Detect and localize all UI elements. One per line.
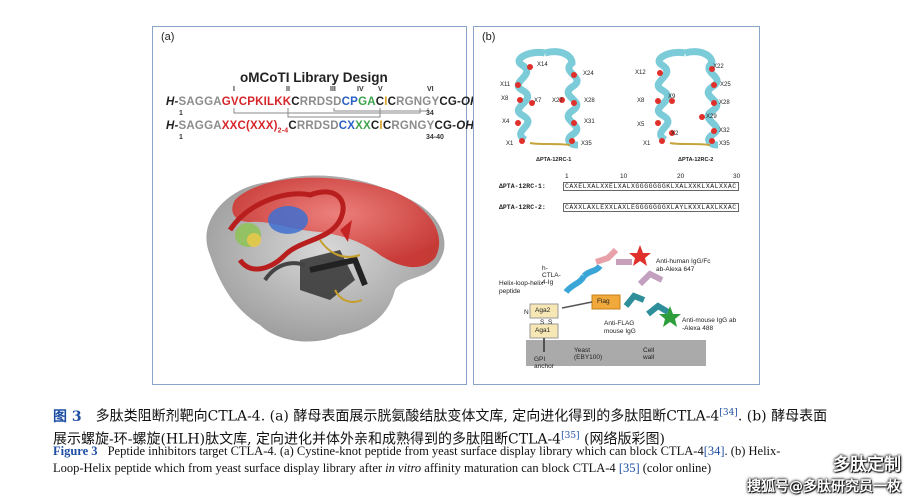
- helix1-label-x27: X27: [552, 98, 563, 104]
- helix2-label-x8: X8: [637, 98, 645, 104]
- seq1-end-number: 34: [426, 110, 434, 117]
- omcoti-sequence-2: H-SAGGAXXC(XXX)2-4CRRDSDCXXXCICRGNGYCG-O…: [166, 120, 474, 135]
- library-design-title: oMCoTI Library Design: [240, 70, 388, 85]
- ref-34-en[interactable]: [34]: [703, 444, 725, 458]
- helix1-label-x28: X28: [584, 98, 595, 104]
- label-h-ctla4: h-CTLA-4-Ig: [542, 265, 561, 286]
- helix1-label-x35: X35: [581, 141, 592, 147]
- helix1-label-x11: X11: [500, 82, 511, 88]
- label-flag: Flag: [597, 298, 610, 305]
- seq1-start-number: 1: [179, 110, 183, 117]
- helix1-label-x1: X1: [506, 141, 514, 147]
- ruler-10: 10: [620, 173, 628, 180]
- helix1-label-x14: X14: [537, 62, 548, 68]
- ruler-20: 20: [677, 173, 685, 180]
- label-yeast: Yeast (EBY100): [574, 347, 603, 361]
- helix-structure-2: [654, 48, 721, 149]
- seq2-start-number: 1: [179, 134, 183, 141]
- helix1-label-x4: X4: [502, 119, 510, 125]
- label-anti-flag: Anti-FLAG mouse IgG: [604, 320, 636, 335]
- label-n-terminus: N: [524, 309, 529, 316]
- roman-iii: III: [330, 86, 336, 93]
- helix2-label-x12: X12: [635, 70, 646, 76]
- helix2-label-x2: X2: [671, 131, 679, 137]
- roman-iv: IV: [357, 86, 364, 93]
- label-ss1: S: [540, 319, 545, 326]
- hlh-seq-row-1: ΔPTA-12RC-1: CAXELXALXXELXALXGGGGGGGKLXAL…: [499, 182, 739, 191]
- label-gpi-anchor: GPI anchor: [534, 356, 554, 370]
- omcoti-sequence-1: H-SAGGAGVCPKILKKCRRDSDCPGACICRGNGYCG-OH: [166, 96, 479, 108]
- ruler-30: 30: [733, 173, 741, 180]
- roman-vi: VI: [427, 86, 434, 93]
- label-ss2: S: [548, 319, 553, 326]
- label-cell-wall: Cell wall: [643, 347, 655, 361]
- cystine-knot-structure-image: [206, 175, 445, 342]
- helix2-label-x1: X1: [643, 141, 651, 147]
- label-aga2: Aga2: [535, 307, 551, 314]
- helix2-label-x29: X29: [706, 114, 717, 120]
- figure-number-cn: 图 3: [53, 408, 82, 425]
- hlh-seq-row-2: ΔPTA-12RC-2: CAXXLAXLEXXLAXLEGGGGGGGXLAYL…: [499, 203, 739, 212]
- helix1-label-x31: X31: [584, 119, 595, 125]
- helix1-name: ΔPTA-12RC-1: [536, 157, 572, 163]
- label-aga1: Aga1: [535, 327, 551, 334]
- roman-i: I: [233, 86, 235, 93]
- ref-35-en[interactable]: [35]: [618, 461, 640, 475]
- helix2-label-x25: X25: [720, 82, 731, 88]
- label-anti-human: Anti-human IgG/Fc ab-Alexa 647: [656, 258, 711, 273]
- yeast-display-diagram: [526, 245, 706, 366]
- roman-v: V: [378, 86, 383, 93]
- label-hlh-peptide: Helix-loop-helix peptide: [499, 280, 544, 295]
- disulfide-brackets: [233, 108, 429, 118]
- ref-34-cn[interactable]: [34]: [719, 408, 738, 418]
- label-anti-mouse: Anti-mouse IgG ab -Alexa 488: [682, 317, 737, 332]
- hlh-seq-name-2: ΔPTA-12RC-2:: [499, 204, 546, 211]
- watermark-line-1: 多肽定制: [833, 455, 901, 475]
- helix2-label-x5: X5: [637, 122, 645, 128]
- hlh-seq-2: CAXXLAXLEXXLAXLEGGGGGGGXLAYLKXXLAXLKXAC: [563, 203, 739, 212]
- helix2-label-x22: X22: [713, 64, 724, 70]
- helix1-label-x24: X24: [583, 71, 594, 77]
- hlh-seq-1: CAXELXALXXELXALXGGGGGGGKLXALXXKLXALXXAC: [563, 182, 739, 191]
- helix-structure-1: [514, 48, 581, 149]
- panel-b-label: (b): [482, 31, 496, 43]
- helix2-label-x9: X9: [668, 94, 676, 100]
- helix2-name: ΔPTA-12RC-2: [678, 157, 714, 163]
- helix2-label-x35: X35: [719, 141, 730, 147]
- helix2-label-x28: X28: [719, 100, 730, 106]
- figure-number-en: Figure 3: [53, 444, 98, 458]
- seq2-end-number: 34-40: [426, 134, 444, 141]
- helix2-label-x32: X32: [719, 128, 730, 134]
- ref-35-cn[interactable]: [35]: [561, 430, 580, 441]
- helix1-label-x7: X7: [534, 98, 542, 104]
- helix1-label-x8: X8: [501, 96, 509, 102]
- roman-ii: II: [286, 86, 290, 93]
- ruler-1: 1: [565, 173, 569, 180]
- watermark-line-2: 搜狐号@多肽研究员一枚: [747, 479, 901, 495]
- panel-a-label: (a): [161, 31, 175, 43]
- hlh-seq-name-1: ΔPTA-12RC-1:: [499, 183, 546, 190]
